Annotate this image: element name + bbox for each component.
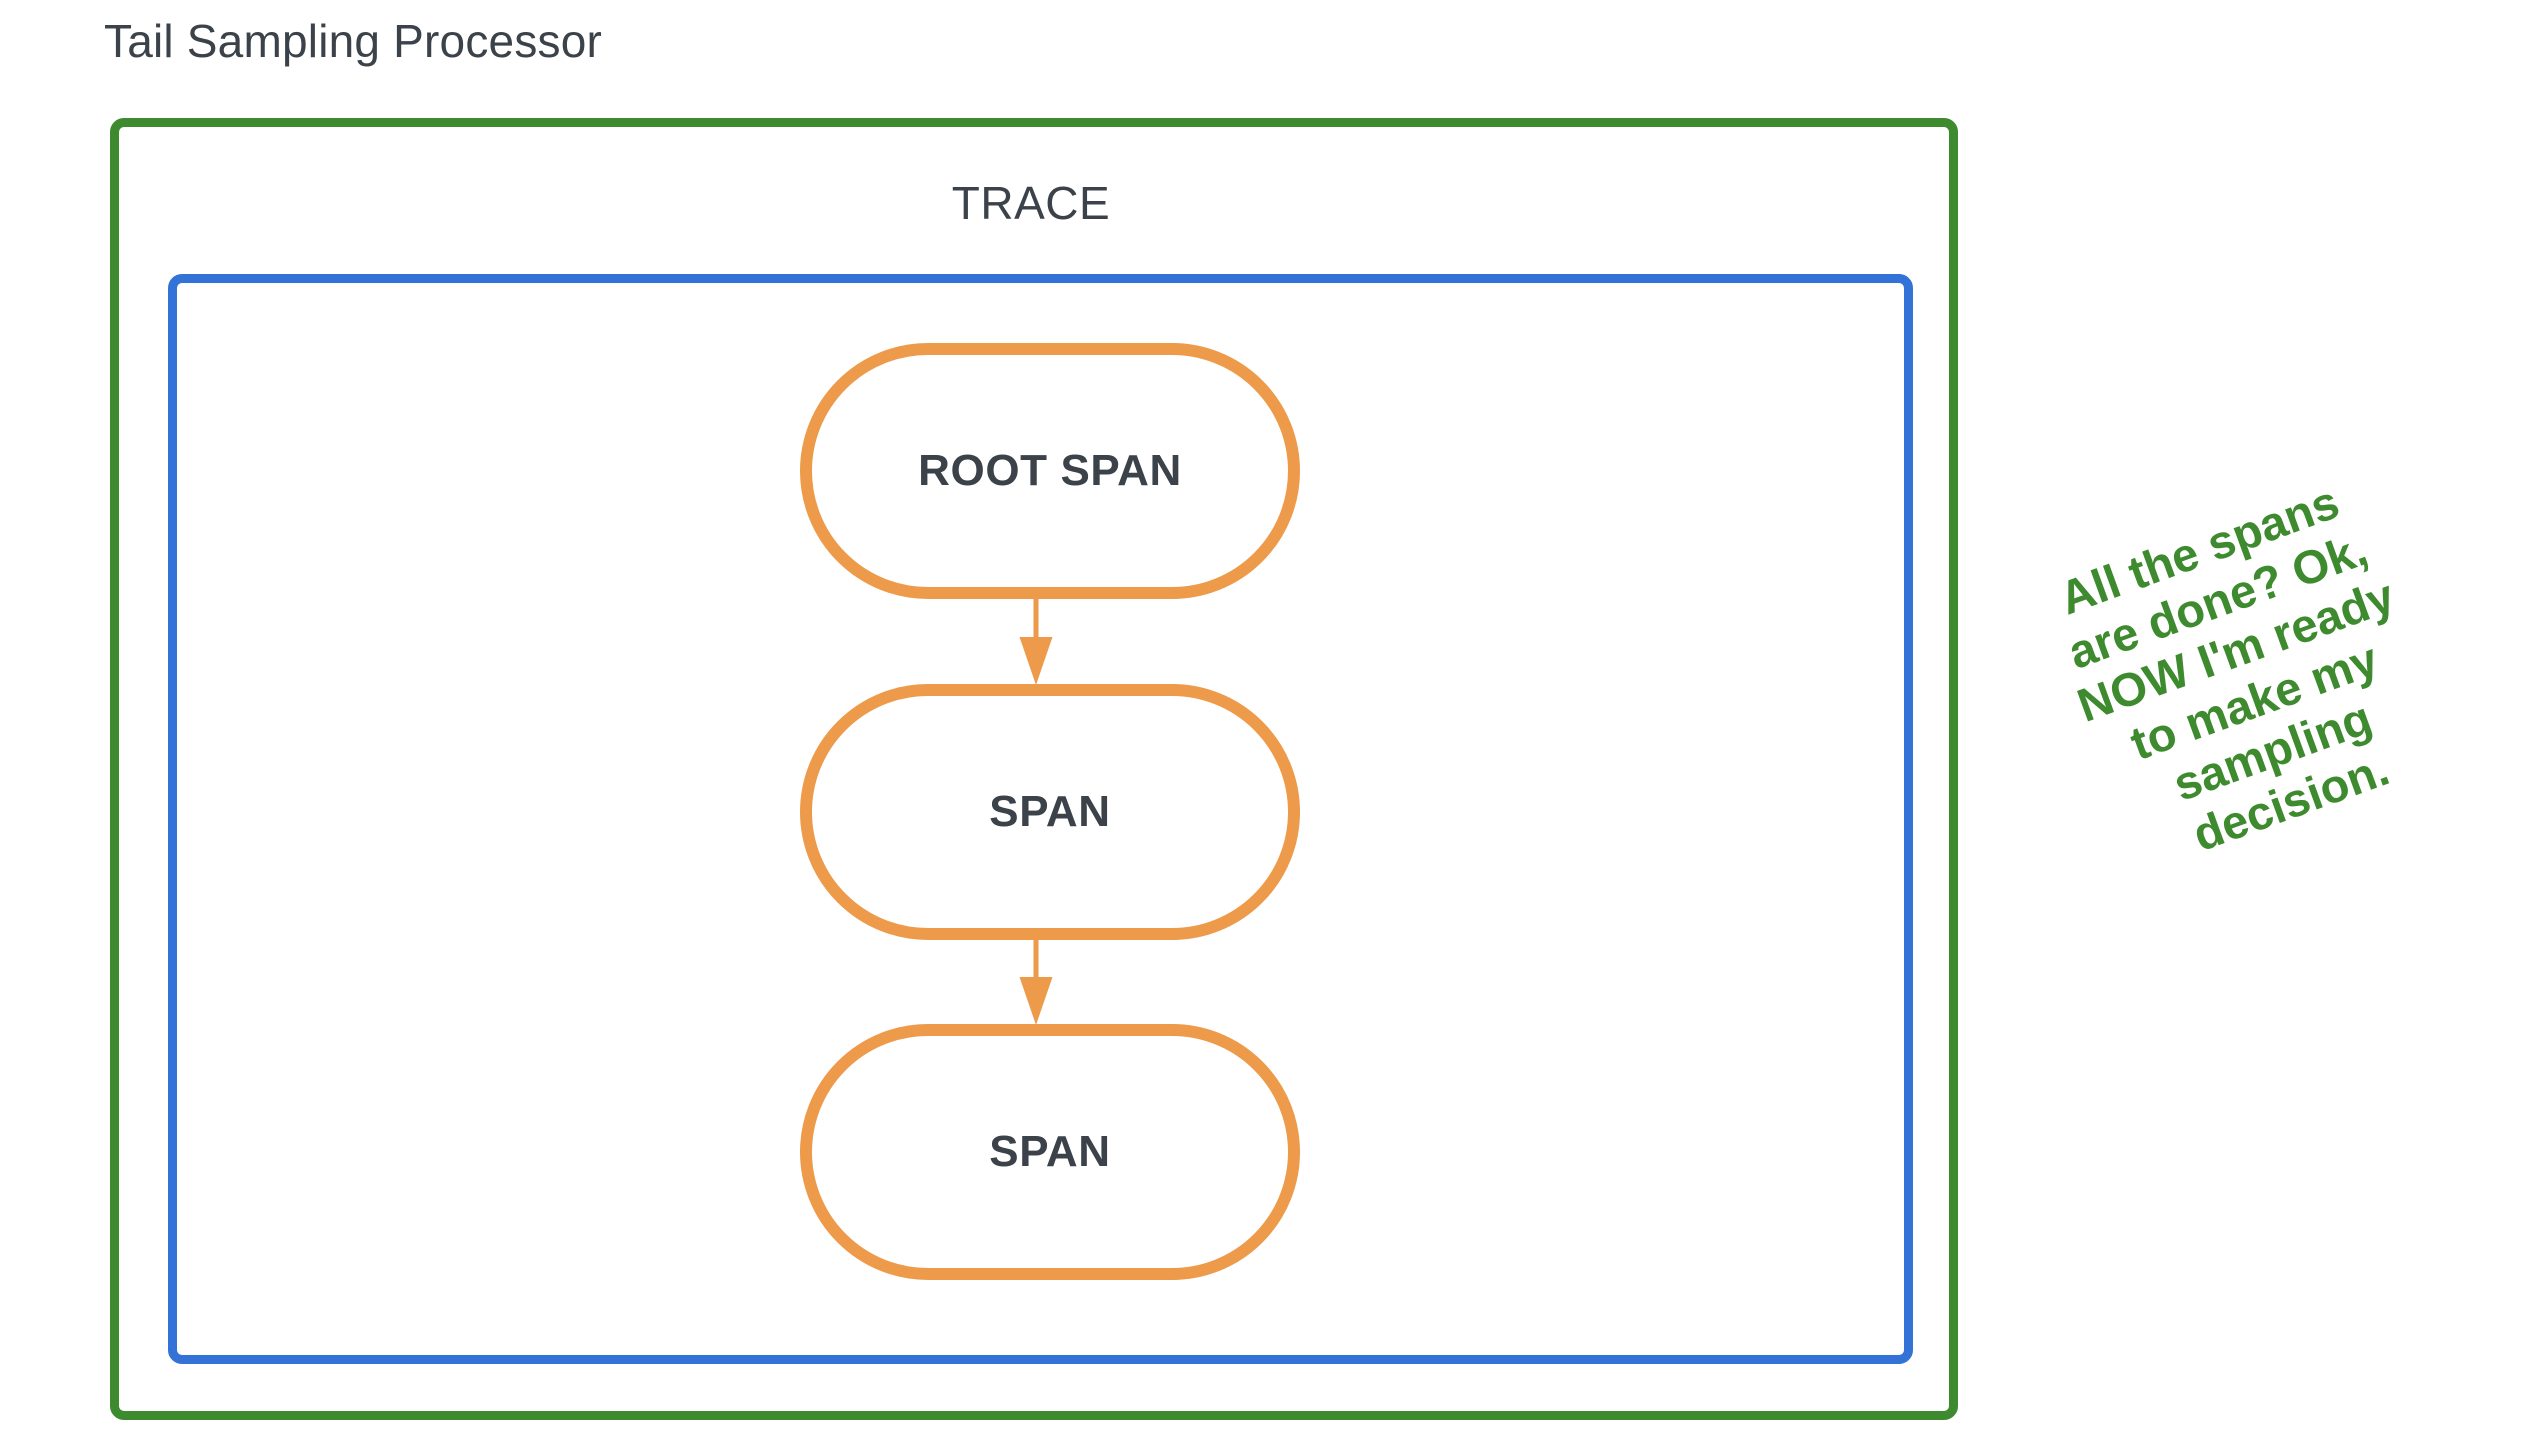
sampling-decision-annotation: All the spans are done? Ok, NOW I'm read… bbox=[1964, 443, 2525, 909]
arrow-down-icon bbox=[1018, 599, 1054, 685]
span-node-child-1[interactable]: SPAN bbox=[800, 684, 1300, 940]
span-node-label: SPAN bbox=[989, 1127, 1111, 1176]
arrow-down-icon bbox=[1018, 939, 1054, 1025]
page-title: Tail Sampling Processor bbox=[104, 15, 603, 67]
span-node-label: ROOT SPAN bbox=[918, 446, 1182, 495]
span-node-label: SPAN bbox=[989, 787, 1111, 836]
trace-label: TRACE bbox=[951, 177, 1111, 229]
span-node-child-2[interactable]: SPAN bbox=[800, 1024, 1300, 1280]
span-node-root[interactable]: ROOT SPAN bbox=[800, 343, 1300, 599]
